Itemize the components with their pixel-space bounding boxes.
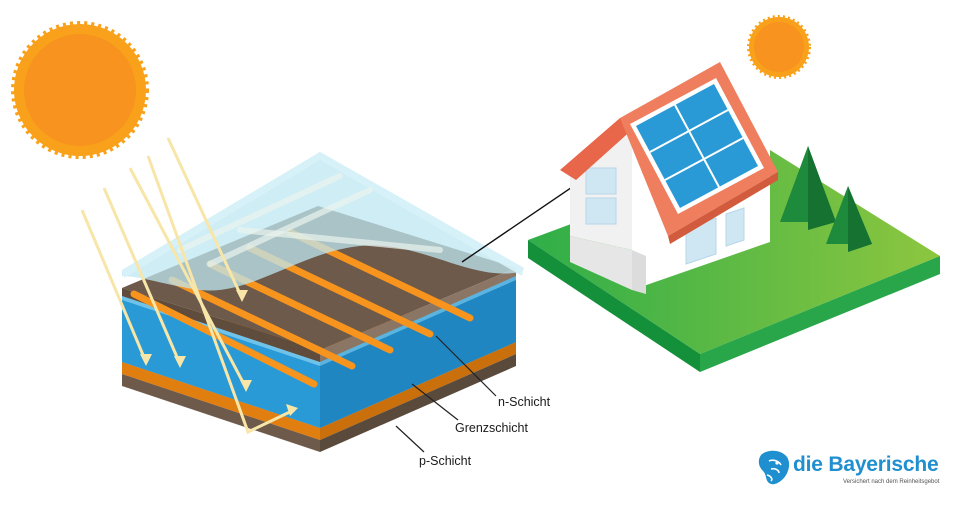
- brand-tagline: Versichert nach dem Reinheitsgebot: [843, 479, 940, 485]
- junction-label: Grenzschicht: [455, 421, 528, 435]
- brand-logo[interactable]: die Bayerische Versichert nach dem Reinh…: [757, 449, 957, 493]
- solar-cell-block: [122, 152, 524, 452]
- sun-large-icon: [11, 21, 149, 159]
- light-rays: [80, 137, 295, 435]
- tree-icon: [780, 146, 872, 252]
- sun-small-icon: [747, 15, 811, 79]
- brand-name: die Bayerische: [793, 453, 939, 476]
- lion-head-icon: [758, 450, 790, 485]
- solar-panel-icon: [630, 78, 764, 214]
- house-icon: [528, 62, 940, 372]
- n-layer-label: n-Schicht: [498, 395, 551, 409]
- p-layer-label: p-Schicht: [419, 454, 472, 468]
- ray-arrowheads: [140, 290, 298, 416]
- label-leaders: [395, 335, 497, 453]
